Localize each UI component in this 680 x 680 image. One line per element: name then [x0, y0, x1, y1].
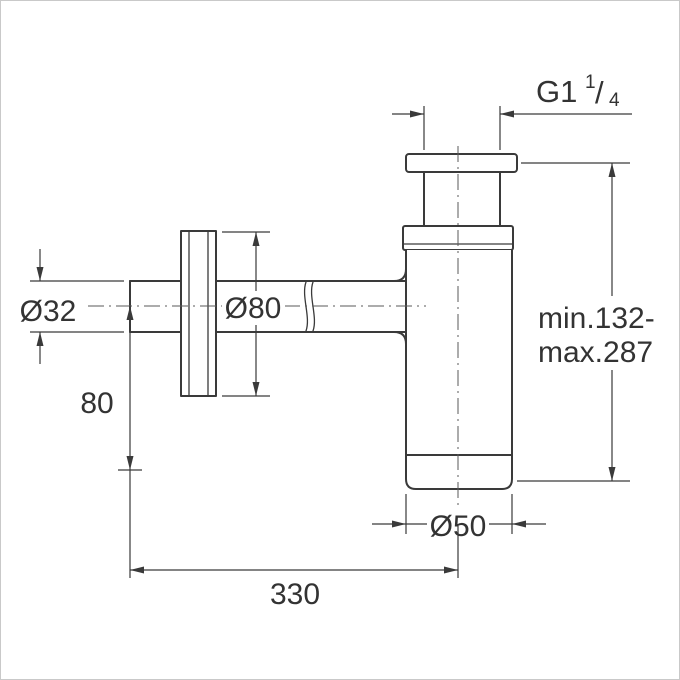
top-flange: [405, 153, 518, 173]
dimension-body-diameter: Ø50: [372, 494, 546, 543]
height-arrow-bottom: [608, 467, 616, 481]
pipe-body-fillet-bottom: [393, 331, 407, 345]
flange-arrow-top: [252, 232, 260, 246]
height-arrow-top: [608, 163, 616, 177]
thread-size-numerator: 1: [585, 72, 596, 93]
fixture-outline: [129, 153, 518, 490]
dimension-thread: G1 1 / 4: [392, 72, 632, 150]
flange-diameter-label: Ø80: [225, 292, 282, 325]
height-range-label-line1: min.132-: [538, 302, 655, 335]
trap-body: [405, 249, 513, 490]
dimension-height-range: min.132- max.287: [517, 162, 660, 482]
inlet-arrow-bottom: [36, 332, 44, 346]
thread-arrow-left: [410, 110, 424, 118]
dimension-flange-diameter: Ø80: [222, 231, 285, 397]
height-label-mask: [534, 296, 660, 370]
inlet-arrow-top: [36, 267, 44, 281]
dimension-offset-height: 80: [80, 306, 142, 578]
inlet-diameter-label: Ø32: [20, 295, 77, 328]
offset-arrow-top: [126, 306, 134, 320]
flange-label-mask: [222, 291, 285, 325]
body-arrow-left: [392, 520, 406, 528]
thread-arrow-right: [500, 110, 514, 118]
offset-height-label: 80: [80, 387, 113, 420]
thread-size-label: G1: [536, 74, 577, 109]
thread-size-denominator: 4: [609, 90, 620, 111]
body-arrow-right: [512, 520, 526, 528]
dimension-inlet-diameter: Ø32: [20, 249, 124, 364]
projection-label: 330: [270, 578, 320, 611]
pipe-body-fillet-top: [393, 268, 407, 282]
height-range-label-line2: max.287: [538, 336, 653, 369]
projection-arrow-left: [130, 566, 144, 574]
dimension-projection: 330: [130, 526, 459, 611]
projection-arrow-right: [444, 566, 458, 574]
wall-flange: [180, 230, 217, 397]
thread-size-slash: /: [595, 75, 604, 110]
offset-arrow-bottom: [126, 456, 134, 470]
flange-arrow-bottom: [252, 382, 260, 396]
